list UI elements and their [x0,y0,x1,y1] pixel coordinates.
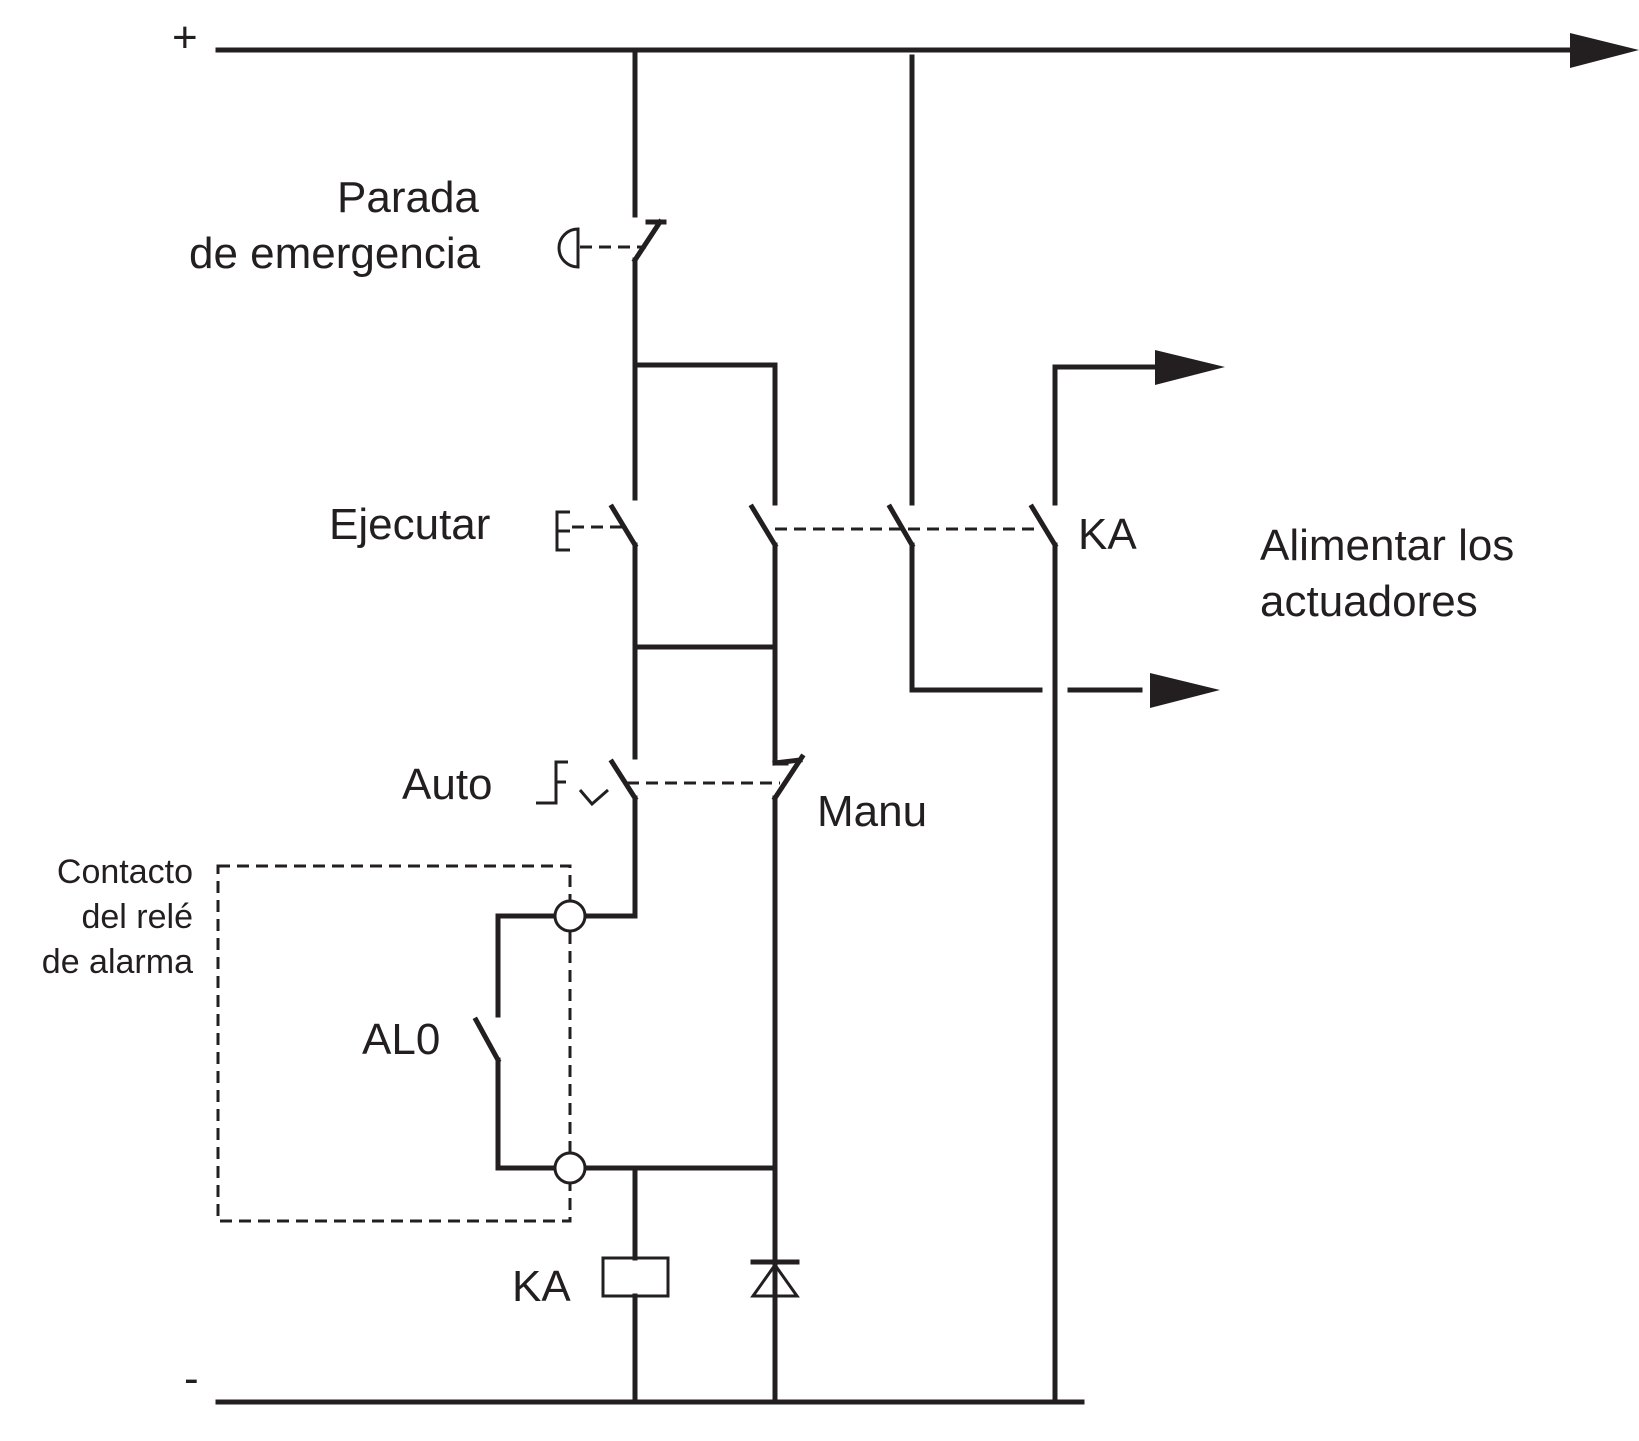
parada-label-line2: de emergencia [189,229,481,278]
contacto-label-line2: del relé [81,898,193,936]
auto-label: Auto [402,760,493,809]
emergency-stop-contact [557,218,667,269]
column-3-wiring [886,54,1220,708]
alimentar-label-line2: actuadores [1260,577,1478,626]
output-arrow-upper [1155,350,1225,385]
contacto-label-line1: Contacto [57,853,193,891]
diode-icon [750,1262,800,1298]
positive-rail [215,33,1639,68]
alarm-relay-box [216,864,572,1223]
alarm-relay-wiring [472,899,778,1185]
parada-label-line1: Parada [337,173,479,222]
minus-label: - [184,1354,199,1403]
column-4-wiring [1028,350,1225,1405]
ka-contact-1 [748,503,779,549]
plus-label: + [172,13,198,62]
column-1-wiring [583,47,778,919]
ka-contact-label: KA [1078,510,1137,559]
mushroom-button-icon [557,227,580,269]
ka-coil [601,1165,670,1405]
ejecutar-button [555,503,639,552]
output-arrow-lower [1150,673,1220,708]
contacto-label-line3: de alarma [42,943,193,981]
terminal-top [553,899,587,933]
manu-label: Manu [817,787,927,836]
terminal-bottom [553,1151,587,1185]
freewheel-diode [750,1259,800,1298]
selector-switch-icon [536,760,609,807]
push-button-icon [555,510,570,552]
alimentar-label-line1: Alimentar los [1260,521,1514,570]
ka-coil-label: KA [512,1262,571,1311]
auto-manu-selector [536,753,806,807]
al0-label: AL0 [362,1015,440,1064]
positive-rail-arrow [1570,33,1639,68]
coil-icon [601,1256,670,1298]
ejecutar-label: Ejecutar [329,500,490,549]
